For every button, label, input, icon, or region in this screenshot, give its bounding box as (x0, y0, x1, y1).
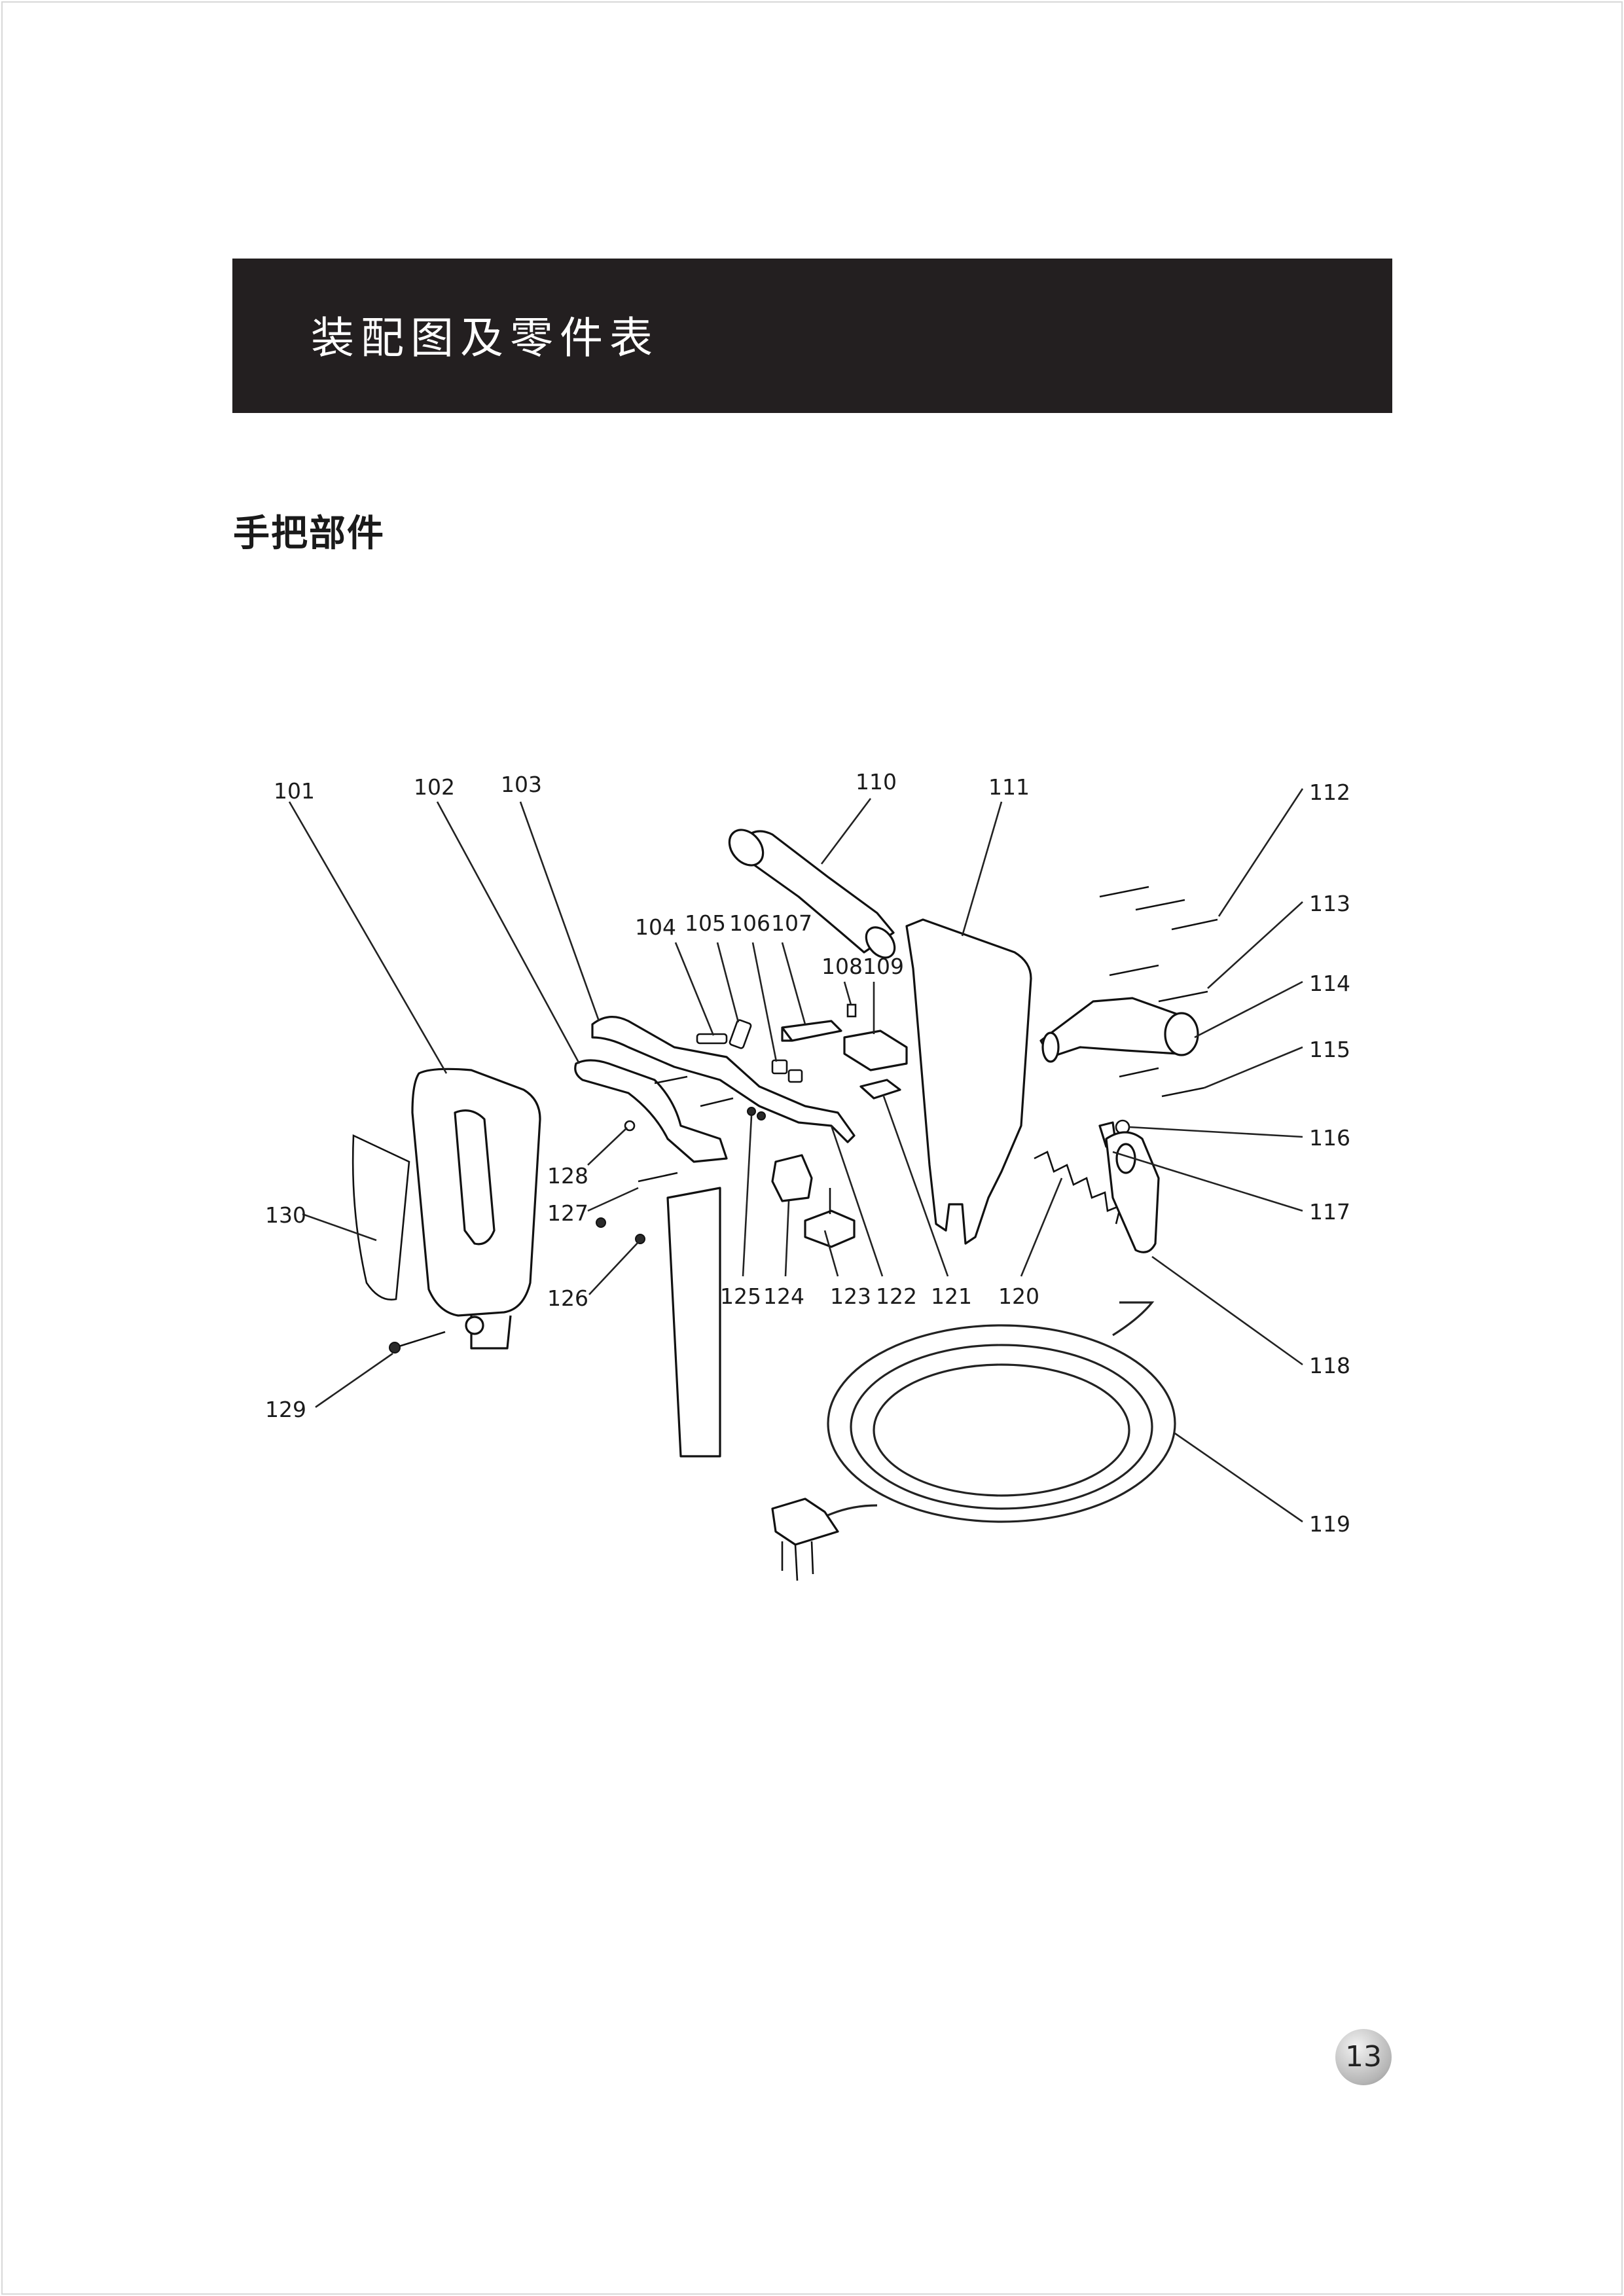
part-107-switch-block (781, 1020, 842, 1042)
part-119-power-cord (771, 1301, 1176, 1581)
part-101-housing-cover (411, 1067, 541, 1350)
label-105: 105 (685, 910, 726, 936)
label-109: 109 (863, 954, 904, 979)
label-104: 104 (635, 914, 676, 940)
label-121: 121 (931, 1283, 972, 1309)
label-130: 130 (265, 1202, 306, 1228)
part-120-spring (1034, 1151, 1122, 1225)
section-title: 手把部件 (233, 512, 385, 555)
part-110-handle-grip (728, 829, 896, 959)
label-107: 107 (771, 910, 812, 936)
part-122-tube (666, 1187, 721, 1458)
small-fasteners (596, 1003, 857, 1244)
part-129-screw (389, 1331, 446, 1354)
label-119: 119 (1309, 1511, 1350, 1537)
label-127: 127 (547, 1200, 588, 1226)
part-130-label-plate (352, 1134, 410, 1301)
part-114-right-grip (1039, 997, 1199, 1063)
part-103-lever (591, 1016, 856, 1143)
leader-lines (288, 788, 1304, 1523)
label-129: 129 (265, 1397, 306, 1422)
label-103: 103 (501, 772, 542, 797)
header-title: 装配图及零件表 (311, 313, 659, 363)
label-124: 124 (763, 1283, 804, 1309)
part-109-bracket (843, 1030, 908, 1071)
part-121-clip (859, 1079, 901, 1100)
label-120: 120 (998, 1283, 1039, 1309)
header-banner: 装配图及零件表 (232, 259, 1392, 413)
label-101: 101 (274, 778, 315, 804)
label-114: 114 (1309, 971, 1350, 996)
label-125: 125 (720, 1283, 761, 1309)
label-117: 117 (1309, 1199, 1350, 1225)
part-124-switch (771, 1154, 813, 1202)
label-102: 102 (414, 774, 455, 800)
label-108: 108 (821, 954, 863, 979)
part-123-capacitor (804, 1188, 856, 1248)
label-106: 106 (729, 910, 770, 936)
label-123: 123 (830, 1283, 871, 1309)
label-122: 122 (876, 1283, 917, 1309)
label-128: 128 (547, 1163, 588, 1189)
part-111-handle-body (905, 918, 1032, 1245)
label-126: 126 (547, 1285, 588, 1311)
label-116: 116 (1309, 1125, 1350, 1151)
long-screws (1099, 886, 1218, 1098)
label-111: 111 (988, 774, 1030, 800)
label-110: 110 (856, 769, 897, 795)
part-102-lever (574, 1059, 728, 1163)
label-113: 113 (1309, 891, 1350, 916)
label-112: 112 (1309, 780, 1350, 805)
label-115: 115 (1309, 1037, 1350, 1062)
label-118: 118 (1309, 1353, 1350, 1378)
part-118-cord-clamp (1105, 1131, 1160, 1253)
part-number-labels: 101 102 103 104 105 106 107 108 109 110 … (265, 769, 1350, 1537)
page-number: 13 (1335, 2029, 1392, 2085)
